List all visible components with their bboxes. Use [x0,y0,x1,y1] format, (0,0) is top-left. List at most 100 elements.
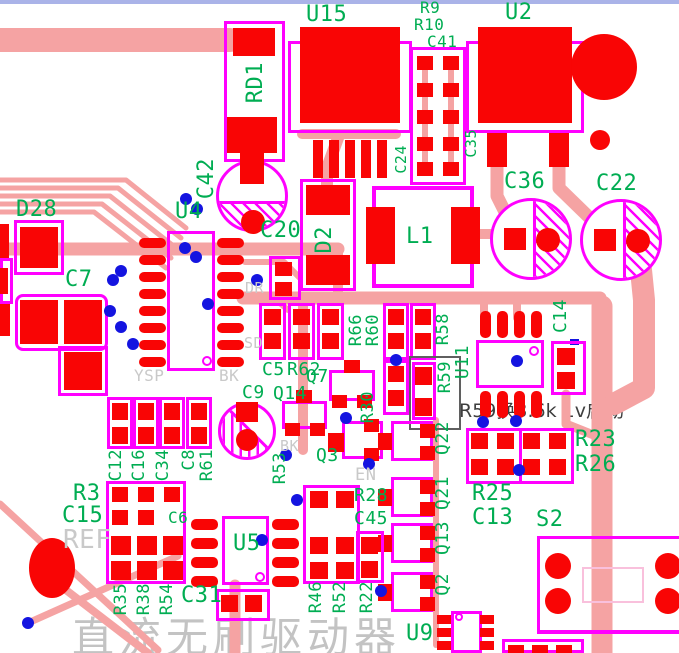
copper-trace[interactable] [0,177,189,231]
designator-c6[interactable]: C6 [168,508,189,527]
designator-c22[interactable]: C22 [596,171,638,196]
edge-pad[interactable] [0,224,9,260]
via[interactable] [251,274,263,286]
u11-pad[interactable] [497,311,508,338]
u9-pad[interactable] [437,628,451,637]
u5-pad[interactable] [272,519,299,530]
u4-pad[interactable] [139,357,166,367]
c16-pad[interactable] [138,403,154,420]
c36-pad[interactable] [504,228,526,250]
via[interactable] [191,203,203,215]
c31-outline[interactable] [216,589,270,621]
u4-pad[interactable] [217,255,244,265]
u2-pad[interactable] [549,133,569,167]
array-pad[interactable] [497,459,514,475]
designator-r25[interactable]: R25 [472,481,514,506]
stack-pad[interactable] [417,56,433,70]
designator-c13[interactable]: C13 [472,505,514,530]
q3-pad[interactable] [364,448,379,461]
q7-pad[interactable] [344,360,360,373]
array-pad[interactable] [163,536,183,555]
c12-outline[interactable] [107,397,133,449]
pad-outline[interactable] [58,346,108,396]
c9-pad[interactable] [236,429,258,451]
c7-pad[interactable] [64,300,102,344]
array-pad[interactable] [137,561,157,580]
selection-box[interactable] [409,356,461,430]
via[interactable] [22,617,34,629]
copper-trace[interactable] [561,389,601,441]
array-pad[interactable] [497,433,514,449]
q2-pad[interactable] [420,575,435,589]
stack-pad[interactable] [443,137,459,151]
u11-pad[interactable] [531,391,542,418]
via[interactable] [477,416,489,428]
designator-u4[interactable]: U4 [175,199,203,224]
u11-pad[interactable] [497,391,508,418]
array-pad[interactable] [112,510,128,525]
designator-r38[interactable]: R38 [134,583,154,616]
c34-outline[interactable] [159,397,185,449]
designator-c20[interactable]: C20 [260,218,302,243]
r59-pad[interactable] [415,367,432,385]
array-pad[interactable] [471,459,488,475]
u11-pad[interactable] [480,311,491,338]
via[interactable] [202,298,214,310]
designator-c14[interactable]: C14 [550,299,571,334]
r62-pad[interactable] [293,309,310,325]
array-divider[interactable] [519,428,522,484]
c7-pad[interactable] [20,300,58,344]
c12-pad[interactable] [112,427,128,444]
designator-u11[interactable]: U11 [452,345,473,380]
u5-pad[interactable] [272,557,299,568]
s2-pad[interactable] [655,553,679,579]
designator-r58[interactable]: R58 [433,313,453,346]
silk-line[interactable] [537,630,679,633]
designator-c9[interactable]: C9 [242,382,265,403]
designator-c12[interactable]: C12 [106,449,126,482]
stack-pad[interactable] [443,83,459,97]
designator-ysp[interactable]: YSP [134,366,165,385]
q13-pad[interactable] [420,548,435,562]
c31-pad[interactable] [245,595,262,612]
stack-pad[interactable] [443,110,459,124]
u5-pad[interactable] [191,576,218,587]
c22-pad[interactable] [594,229,616,251]
array-pad[interactable] [163,561,183,580]
u11-outline[interactable] [476,340,544,388]
q13-outline[interactable] [391,523,433,563]
d2-pad[interactable] [306,255,350,285]
c5-outline[interactable] [259,303,286,360]
array-pad[interactable] [164,487,180,502]
designator-c5[interactable]: C5 [262,359,285,380]
rd1-pad[interactable] [233,28,275,56]
r59-outline[interactable] [412,362,436,420]
array-pad[interactable] [532,645,548,653]
d2-outline[interactable] [300,179,356,291]
designator-q3[interactable]: Q3 [316,445,339,466]
q3-pad[interactable] [328,433,344,452]
c45-pad[interactable] [361,561,378,578]
designator-r9[interactable]: R9 [420,0,441,17]
designator-u9[interactable]: U9 [406,621,434,646]
copper-trace[interactable] [58,583,152,653]
u4-pad[interactable] [139,238,166,248]
c36-pad[interactable] [536,228,560,252]
c31-pad[interactable] [221,595,238,612]
edge-pad[interactable] [0,304,10,336]
pad[interactable] [64,352,102,390]
u5-pad[interactable] [191,538,218,549]
designator-r3[interactable]: R3 [73,481,101,506]
array-pad[interactable] [549,459,566,475]
q2-pad[interactable] [420,597,435,611]
s2-inner[interactable] [582,567,644,603]
designator-r53[interactable]: R53 [270,452,290,485]
designator-c42[interactable]: C42 [194,158,219,200]
q21-pad[interactable] [420,480,435,494]
stack-pad[interactable] [417,110,433,124]
c9-pad[interactable] [236,402,258,422]
u11-pad[interactable] [480,391,491,418]
array-pad[interactable] [137,536,157,555]
array-pad[interactable] [471,433,488,449]
